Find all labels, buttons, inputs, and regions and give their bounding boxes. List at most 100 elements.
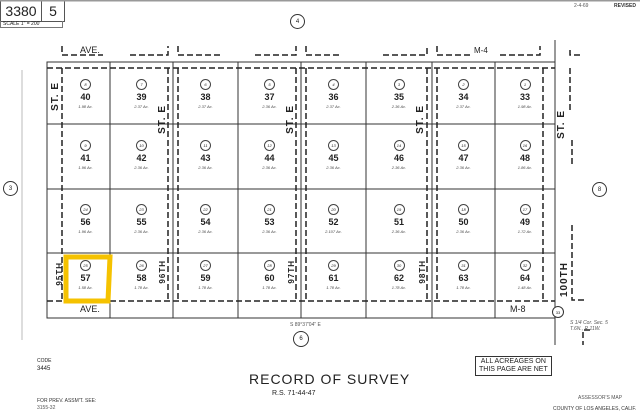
- prev-assessment-label: FOR PREV. ASSM'T. SEE:: [37, 398, 97, 404]
- parcel-number: 39: [136, 92, 147, 102]
- parcel-acreage: 1.78 Ac.: [456, 285, 471, 290]
- parcel-number: 58: [136, 273, 147, 283]
- street-label-st-e: ST. E: [415, 105, 426, 134]
- parcel-number: 43: [200, 152, 211, 163]
- parcel-acreage: 1.78 Ac.: [262, 285, 277, 290]
- street-label-st-e: ST. E: [157, 105, 168, 134]
- parcel-sub-number: 23: [136, 204, 147, 215]
- parcel-number: 57: [80, 273, 91, 283]
- parcel-acreage: 1.98 Ac.: [78, 104, 93, 109]
- parcel-acreage: 1.96 Ac.: [78, 164, 93, 170]
- street-label-st-e: ST. E: [50, 82, 61, 111]
- parcel-sub-number: 18: [458, 204, 469, 215]
- page-number: 5: [49, 3, 57, 19]
- parcel-acreage: 2.37 Ac.: [198, 104, 213, 109]
- street-label-100th: 100TH: [559, 262, 570, 298]
- parcel-acreage: 2.37 Ac.: [326, 104, 341, 109]
- parcel-sub-number: 28: [264, 260, 275, 271]
- parcel-acreage: 2.107 Ac.: [325, 229, 342, 234]
- parcel-acreage: 2.36 Ac.: [134, 164, 149, 170]
- parcel-number: 53: [264, 217, 275, 227]
- parcel-acreage: 2.37 Ac.: [134, 104, 149, 109]
- parcel-acreage: 1.78 Ac.: [326, 285, 341, 290]
- parcel-number: 49: [519, 217, 530, 227]
- parcel-number: 59: [200, 273, 211, 283]
- parcel-sub-number: 15: [458, 139, 469, 151]
- county-label: COUNTY OF LOS ANGELES, CALIF.: [553, 406, 637, 412]
- parcel-sub-number: 4: [328, 79, 339, 90]
- parcel-acreage: 1.72 Ac.: [517, 229, 533, 234]
- parcel-50[interactable]: 18 50 2.36 Ac.: [432, 204, 495, 234]
- parcel-sub-number: 8: [80, 79, 91, 90]
- parcel-sub-number: 29: [328, 260, 339, 271]
- parcel-acreage: 1.98 Ac.: [517, 104, 533, 109]
- parcel-number: 47: [458, 152, 469, 163]
- parcel-60[interactable]: 28 60 1.78 Ac.: [238, 260, 301, 290]
- adjoining-map-8[interactable]: 8: [592, 182, 607, 197]
- parcel-acreage: 2.36 Ac.: [456, 229, 471, 234]
- scale-label: SCALE 1" = 200': [0, 21, 63, 28]
- parcel-number: 54: [200, 217, 211, 227]
- parcel-sub-number: 16: [519, 139, 531, 151]
- adjoining-map-3[interactable]: 3: [3, 181, 18, 196]
- parcel-sub-number: 13: [328, 139, 339, 151]
- section-corner-note: S 1/4 Cor. Sec. 5 T.6N., R.11W.: [570, 320, 608, 332]
- parcel-number: 56: [80, 217, 91, 227]
- parcel-acreage: 2.36 Ac.: [391, 104, 407, 109]
- parcel-acreage: 1.58 Ac.: [78, 285, 93, 290]
- parcel-sub-number: 12: [264, 139, 275, 151]
- parcel-number: 41: [80, 152, 91, 163]
- parcel-sub-number: 11: [200, 139, 211, 151]
- adjoining-map-4[interactable]: 4: [290, 14, 305, 29]
- parcel-sub-number: 26: [136, 260, 147, 271]
- assessor-map-label: ASSESSOR'S MAP: [578, 395, 623, 401]
- revised-date: 2-4-69: [574, 3, 589, 9]
- parcel-acreage: 2.36 Ac.: [134, 229, 149, 234]
- parcel-number: 38: [200, 92, 211, 102]
- parcel-acreage: 2.36 Ac.: [262, 104, 277, 109]
- parcel-acreage: 2.36 Ac.: [391, 164, 407, 170]
- parcel-acreage: 1.96 Ac.: [78, 229, 93, 234]
- parcel-acreage: 1.78 Ac.: [198, 285, 213, 290]
- parcel-sub-number: 20: [328, 204, 339, 215]
- parcel-sub-number: 10: [136, 139, 147, 151]
- parcel-number: 60: [264, 273, 275, 283]
- street-label-bottom-ave: AVE.: [80, 304, 100, 314]
- adjoining-map-6[interactable]: 6: [293, 331, 309, 347]
- parcel-sub-number: 30: [393, 260, 405, 271]
- parcel-acreage: 2.36 Ac.: [456, 164, 471, 170]
- parcel-number: 48: [519, 152, 530, 163]
- parcel-number: 45: [328, 152, 339, 163]
- parcel-number: 50: [458, 217, 469, 227]
